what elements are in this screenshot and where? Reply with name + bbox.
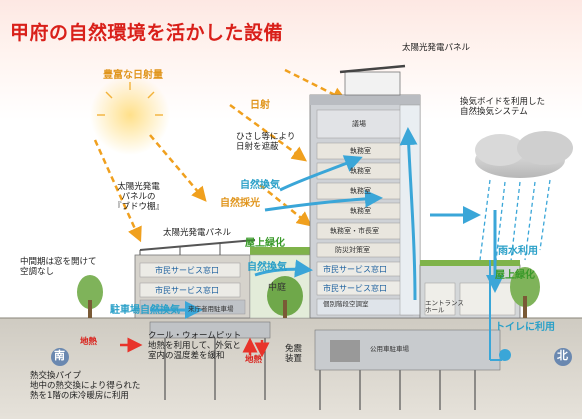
label-seismic: 免震 装置	[285, 344, 303, 364]
label-sunlight-rich: 豊富な日射量	[103, 70, 163, 81]
label-vent-void: 換気ボイドを利用した 自然換気システム	[460, 97, 546, 117]
label-geothermal-2: 地熱	[245, 355, 263, 365]
label-geothermal-1: 地熱	[80, 337, 98, 347]
label-heat-pipe: 熱交換パイプ 地中の熱交換により得られた 熱を1階の床冷暖房に利用	[30, 371, 141, 401]
label-rooftop-green-1: 屋上緑化	[245, 238, 285, 249]
label-sunlight: 日射	[250, 100, 270, 111]
label-rain-use: 雨水利用	[498, 246, 538, 257]
room-citizen-e2: 市民サービス窓口	[323, 284, 387, 293]
room-assembly: 議場	[352, 120, 366, 128]
label-natural-vent: 自然換気	[240, 180, 280, 191]
room-exec-3: 執務室	[350, 187, 371, 195]
pump-icon	[499, 349, 511, 361]
label-mid-season: 中間期は窓を開けて 空調なし	[20, 257, 97, 277]
room-citizen-w1: 市民サービス窓口	[155, 266, 219, 275]
label-north: 北	[557, 349, 568, 362]
page-title: 甲府の自然環境を活かした設備	[10, 22, 284, 44]
label-eaves-shading: ひさし等により 日射を遮蔽	[236, 132, 296, 152]
natural-vent-arrows	[150, 127, 504, 319]
label-cool-warm-pit: クール・ウォームピット 地熱を利用して、外気と 室内の温度差を緩和	[148, 331, 242, 361]
room-exec-1: 執務室	[350, 147, 371, 155]
label-rooftop-green-2: 屋上緑化	[495, 270, 535, 281]
north-marker	[554, 348, 572, 366]
tree-icons	[77, 267, 540, 318]
room-public-parking: 公用車駐車場	[370, 345, 409, 353]
label-natural-light: 自然採光	[220, 198, 260, 209]
south-marker	[51, 348, 69, 366]
room-exec-2: 執務室	[350, 167, 371, 175]
label-grape-trellis: 太陽光発電 パネルの 『ブドウ棚』	[113, 182, 165, 212]
label-natural-vent-2: 自然換気	[247, 262, 287, 273]
green-roof-west	[250, 247, 310, 255]
label-parking-vent: 駐車場自然換気	[110, 305, 180, 316]
room-entrance: エントランス ホール	[425, 299, 464, 315]
rain-cloud-icon	[475, 131, 573, 271]
room-parking-office: 来庁者用駐車場	[188, 305, 234, 313]
geothermal-arrows	[120, 337, 270, 358]
room-disaster: 防災対策室	[335, 246, 370, 254]
room-courtyard: 中庭	[268, 283, 287, 293]
label-solar-panel-low: 太陽光発電パネル	[163, 228, 232, 238]
room-citizen-w2: 市民サービス窓口	[155, 286, 219, 295]
label-south: 南	[54, 349, 65, 362]
room-citizen-e1: 市民サービス窓口	[323, 265, 387, 274]
label-toilet-use: トイレに利用	[495, 322, 555, 333]
room-exec-mayor: 執務室・市長室	[330, 227, 379, 235]
rainwater-pipe	[489, 260, 502, 361]
room-exec-4: 執務室	[350, 207, 371, 215]
sun-rays	[97, 82, 163, 116]
basement	[149, 321, 501, 371]
solar-panel-top	[339, 64, 406, 96]
room-small: 個別階段空調室	[323, 300, 369, 308]
label-solar-panel-top: 太陽光発電パネル	[402, 43, 471, 53]
